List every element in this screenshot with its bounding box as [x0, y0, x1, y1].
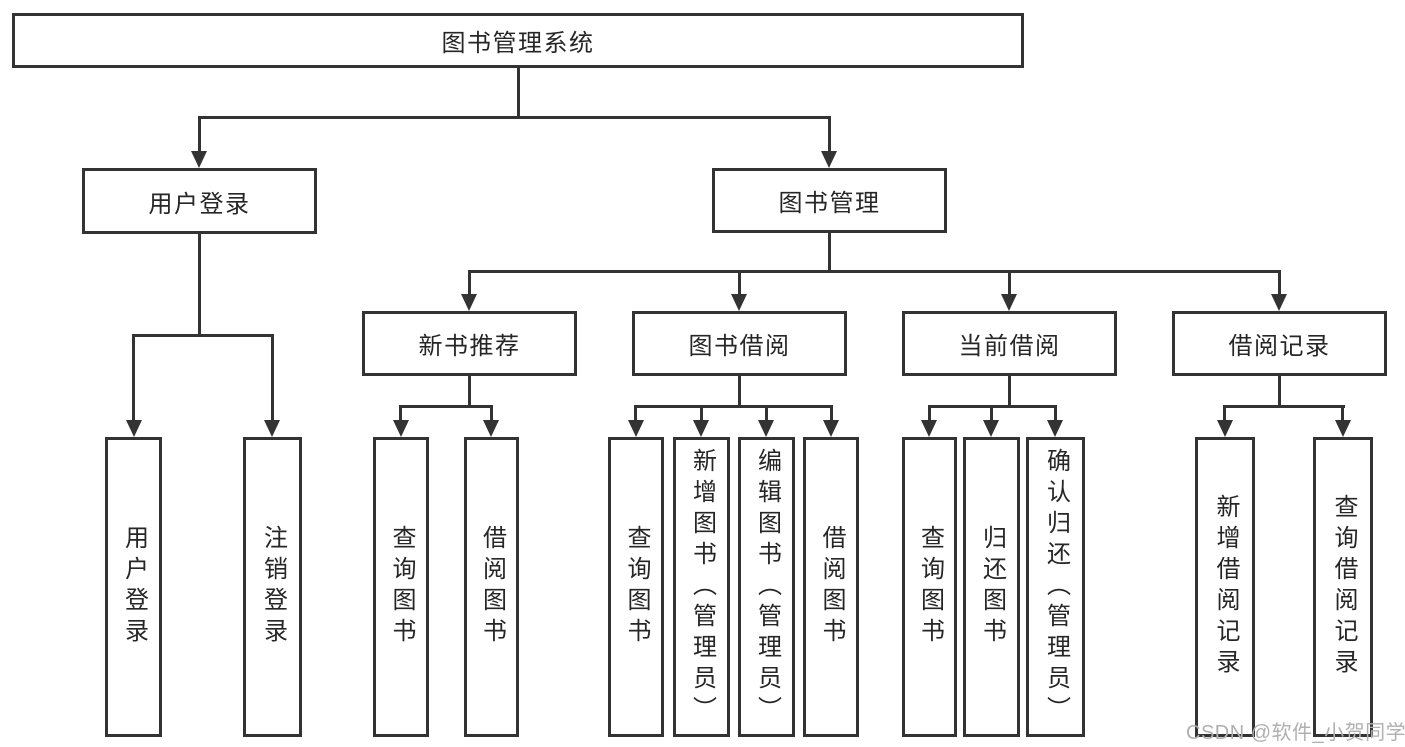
leaf-user-login-label: 用户登录 — [120, 525, 148, 649]
connector-line — [198, 116, 831, 119]
arrow-down-icon — [823, 420, 839, 437]
arrow-down-icon — [1047, 420, 1063, 437]
connector-line — [399, 405, 402, 422]
leaf-query-borrow-record: 查询借阅记录 — [1313, 437, 1373, 737]
connector-line — [132, 334, 274, 337]
leaf-confirm-return-admin-label: 确认归还（管理员） — [1042, 447, 1070, 727]
connector-line — [132, 334, 135, 422]
connector-line — [830, 405, 833, 422]
connector-line — [828, 116, 831, 154]
arrow-down-icon — [461, 294, 477, 311]
leaf-user-login: 用户登录 — [105, 437, 162, 737]
arrow-down-icon — [1001, 294, 1017, 311]
arrow-down-icon — [1271, 294, 1287, 311]
leaf-add-borrow-record: 新增借阅记录 — [1195, 437, 1255, 737]
node-root: 图书管理系统 — [12, 13, 1024, 68]
node-new-book-recommend: 新书推荐 — [362, 311, 577, 376]
connector-line — [738, 270, 741, 297]
leaf-return-book: 归还图书 — [963, 437, 1020, 737]
node-book-management: 图书管理 — [712, 168, 947, 233]
connector-line — [468, 376, 471, 405]
connector-line — [700, 405, 703, 422]
node-new-book-recommend-label: 新书推荐 — [418, 333, 521, 360]
arrow-down-icon — [483, 420, 499, 437]
connector-line — [738, 376, 741, 405]
node-book-borrow-label: 图书借阅 — [688, 333, 791, 360]
arrow-down-icon — [393, 420, 409, 437]
connector-line — [634, 405, 637, 422]
arrow-down-icon — [1217, 420, 1233, 437]
node-user-login: 用户登录 — [82, 168, 317, 234]
arrow-down-icon — [191, 151, 207, 168]
leaf-borrow-book-recommend-label: 借阅图书 — [478, 525, 506, 649]
connector-line — [1278, 270, 1281, 297]
arrow-down-icon — [758, 420, 774, 437]
connector-line — [468, 270, 471, 297]
node-user-login-label: 用户登录 — [148, 190, 251, 218]
leaf-return-book-label: 归还图书 — [978, 525, 1006, 649]
leaf-query-book-borrow: 查询图书 — [608, 437, 664, 737]
node-book-borrow: 图书借阅 — [632, 311, 847, 376]
arrow-down-icon — [1335, 420, 1351, 437]
csdn-watermark: CSDN @软件_小贺同学 — [1186, 722, 1405, 744]
leaf-confirm-return-admin: 确认归还（管理员） — [1026, 437, 1085, 737]
arrow-down-icon — [921, 420, 937, 437]
leaf-query-book-recommend-label: 查询图书 — [388, 525, 415, 649]
leaf-edit-book-admin-label: 编辑图书（管理员） — [753, 447, 781, 727]
connector-line — [1008, 270, 1011, 297]
connector-line — [198, 234, 201, 334]
arrow-down-icon — [983, 420, 999, 437]
connector-line — [634, 405, 833, 408]
connector-line — [399, 405, 493, 408]
arrow-down-icon — [821, 151, 837, 168]
connector-line — [1278, 376, 1281, 405]
connector-line — [490, 405, 493, 422]
node-current-borrow: 当前借阅 — [902, 311, 1117, 376]
connector-line — [828, 233, 831, 270]
leaf-add-book-admin: 新增图书（管理员） — [673, 437, 730, 737]
connector-line — [928, 405, 931, 422]
leaf-query-book-current-label: 查询图书 — [916, 525, 944, 649]
leaf-query-book-borrow-label: 查询图书 — [623, 525, 650, 649]
leaf-edit-book-admin: 编辑图书（管理员） — [738, 437, 795, 737]
leaf-query-book-recommend: 查询图书 — [373, 437, 429, 737]
node-current-borrow-label: 当前借阅 — [958, 333, 1061, 360]
arrow-down-icon — [731, 294, 747, 311]
node-borrow-record-label: 借阅记录 — [1228, 333, 1331, 360]
connector-line — [765, 405, 768, 422]
leaf-borrow-book-label: 借阅图书 — [818, 525, 845, 649]
arrow-down-icon — [693, 420, 709, 437]
connector-line — [1223, 405, 1226, 422]
connector-line — [198, 116, 201, 154]
node-book-management-label: 图书管理 — [778, 190, 881, 217]
leaf-add-borrow-record-label: 新增借阅记录 — [1212, 494, 1239, 680]
connector-line — [468, 270, 1281, 273]
arrow-down-icon — [126, 420, 142, 437]
leaf-query-book-current: 查询图书 — [902, 437, 957, 737]
leaf-borrow-book: 借阅图书 — [803, 437, 859, 737]
connector-line — [271, 334, 274, 422]
leaf-logout-label: 注销登录 — [259, 525, 287, 649]
arrow-down-icon — [264, 420, 280, 437]
leaf-add-book-admin-label: 新增图书（管理员） — [688, 447, 716, 727]
node-root-label: 图书管理系统 — [441, 30, 595, 57]
leaf-borrow-book-recommend: 借阅图书 — [464, 437, 519, 737]
leaf-logout: 注销登录 — [243, 437, 302, 737]
connector-line — [1341, 405, 1344, 422]
connector-line — [1054, 405, 1057, 422]
connector-line — [1008, 376, 1011, 405]
arrow-down-icon — [628, 420, 644, 437]
connector-line — [990, 405, 993, 422]
connector-line — [517, 68, 520, 116]
leaf-query-borrow-record-label: 查询借阅记录 — [1330, 494, 1357, 680]
connector-line — [1223, 405, 1345, 408]
node-borrow-record: 借阅记录 — [1172, 311, 1387, 376]
